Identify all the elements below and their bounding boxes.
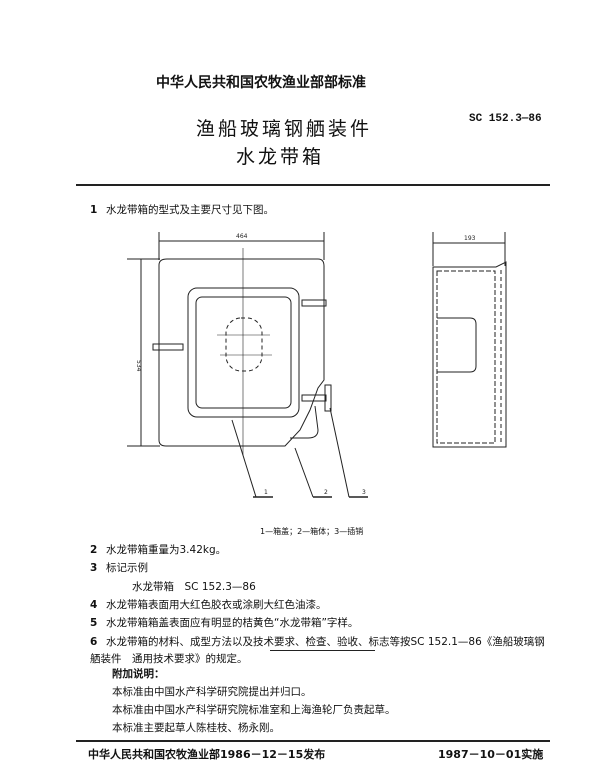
item-text: 水龙带箱重量为3.42kg。 <box>106 544 227 556</box>
item-5: 5 水龙带箱箱盖表面应有明显的桔黄色“水龙带箱”字样。 <box>90 615 358 630</box>
latch-pin <box>324 384 332 412</box>
item-number: 1 <box>90 204 98 216</box>
note-line: 本标准主要起草人陈桂枝、杨永刚。 <box>112 722 280 734</box>
hinge-top <box>301 299 327 307</box>
item-text: 水龙带箱的材料、成型方法以及技术要求、检查、验收、标志等按SC 152.1—86… <box>106 636 545 648</box>
item-number: 2 <box>90 544 98 556</box>
item-number: 5 <box>90 617 98 629</box>
item-4: 4 水龙带箱表面用大红色胶衣或涂刷大红色油漆。 <box>90 597 327 612</box>
dimension-height: 534 <box>127 258 160 447</box>
dim-width-label: 464 <box>236 233 248 240</box>
item-number: 4 <box>90 599 98 611</box>
window-frame-inner <box>195 296 292 409</box>
title-line-1: 渔船玻璃钢舾装件 <box>196 118 373 140</box>
item-1: 1 水龙带箱的型式及主要尺寸见下图。 <box>90 202 274 217</box>
side-view: 193 <box>432 232 507 448</box>
marking-example: 水龙带箱 SC 152.3—86 <box>132 581 256 593</box>
callout-1: 1 <box>264 489 268 496</box>
callout-leaders: 1 2 3 <box>231 407 368 498</box>
header-rule <box>76 184 550 186</box>
item-2: 2 水龙带箱重量为3.42kg。 <box>90 542 226 557</box>
end-rule <box>270 650 375 651</box>
box-body-edge <box>290 405 319 439</box>
figure-caption: 1—箱盖；2—箱体；3—插销 <box>260 527 364 536</box>
dimension-width: 464 <box>158 232 325 260</box>
item-text: 标记示例 <box>106 562 148 574</box>
latch-left <box>152 343 184 351</box>
dim-depth-label: 193 <box>464 235 476 242</box>
item-text: 水龙带箱的型式及主要尺寸见下图。 <box>106 204 274 216</box>
notes-heading: 附加说明： <box>112 668 165 680</box>
window-frame-outer <box>187 287 300 418</box>
title-line-2: 水龙带箱 <box>236 146 325 168</box>
dim-height-label: 534 <box>135 360 142 372</box>
callout-2: 2 <box>324 489 328 496</box>
hidden-handle <box>225 317 263 372</box>
box-lid-outline <box>158 258 325 447</box>
standard-code: SC 152.3—86 <box>469 113 542 125</box>
effective-date: 1987－10－01实施 <box>438 748 544 761</box>
item-3: 3 标记示例 <box>90 560 148 575</box>
note-line: 本标准由中国水产科学研究院提出并归口。 <box>112 686 312 698</box>
item-number: 6 <box>90 636 98 648</box>
issuer-heading: 中华人民共和国农牧渔业部部标准 <box>156 75 366 91</box>
footer-rule <box>76 740 550 742</box>
item-6-continuation: 舾装件 通用技术要求》的规定。 <box>90 653 248 665</box>
hinge-bottom <box>301 394 327 402</box>
item-text: 水龙带箱表面用大红色胶衣或涂刷大红色油漆。 <box>106 599 327 611</box>
item-text: 水龙带箱箱盖表面应有明显的桔黄色“水龙带箱”字样。 <box>106 617 359 629</box>
callout-3: 3 <box>362 489 366 496</box>
note-line: 本标准由中国水产科学研究院标准室和上海渔轮厂负责起草。 <box>112 704 396 716</box>
issue-date: 中华人民共和国农牧渔业部1986－12－15发布 <box>88 748 326 761</box>
item-number: 3 <box>90 562 98 574</box>
item-6: 6 水龙带箱的材料、成型方法以及技术要求、检查、验收、标志等按SC 152.1—8… <box>90 634 545 649</box>
